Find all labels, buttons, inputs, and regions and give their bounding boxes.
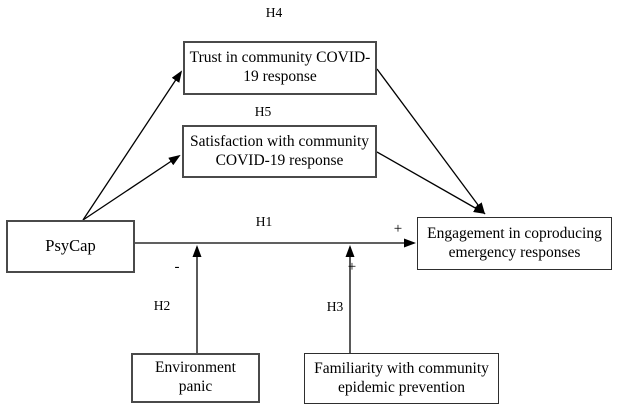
node-familiarity-label: Familiarity with community epidemic prev… xyxy=(314,359,489,396)
node-psycap: PsyCap xyxy=(6,220,135,273)
hypothesis-label-h2: H2 xyxy=(153,298,171,313)
node-environment-panic-label: Environment panic xyxy=(155,359,236,395)
node-engagement-label: Engagement in coproducing emergency resp… xyxy=(427,224,602,261)
arrow-trust-to-engagement xyxy=(376,68,486,215)
arrow-psycap-to-satisfaction xyxy=(82,154,181,221)
sign-positive-h3: + xyxy=(347,259,357,275)
node-satisfaction: Satisfaction with community COVID-19 res… xyxy=(182,125,377,178)
node-psycap-label: PsyCap xyxy=(45,236,96,256)
sign-positive-h1: + xyxy=(393,221,403,237)
arrow-psycap-to-trust xyxy=(82,70,183,221)
node-trust: Trust in community COVID-19 response xyxy=(183,41,377,95)
node-engagement: Engagement in coproducing emergency resp… xyxy=(417,217,612,270)
node-trust-label: Trust in community COVID-19 response xyxy=(189,49,371,85)
node-environment-panic: Environment panic xyxy=(131,353,260,403)
hypothesis-label-h3: H3 xyxy=(326,299,344,314)
hypothesis-label-h5: H5 xyxy=(254,104,272,119)
hypothesis-label-h4: H4 xyxy=(265,5,283,20)
node-satisfaction-label: Satisfaction with community COVID-19 res… xyxy=(189,132,370,169)
hypothesis-label-h1: H1 xyxy=(255,214,273,229)
arrow-satisfaction-to-engagement xyxy=(376,151,486,214)
sign-negative-h2: - xyxy=(174,259,180,275)
node-familiarity: Familiarity with community epidemic prev… xyxy=(304,353,499,404)
